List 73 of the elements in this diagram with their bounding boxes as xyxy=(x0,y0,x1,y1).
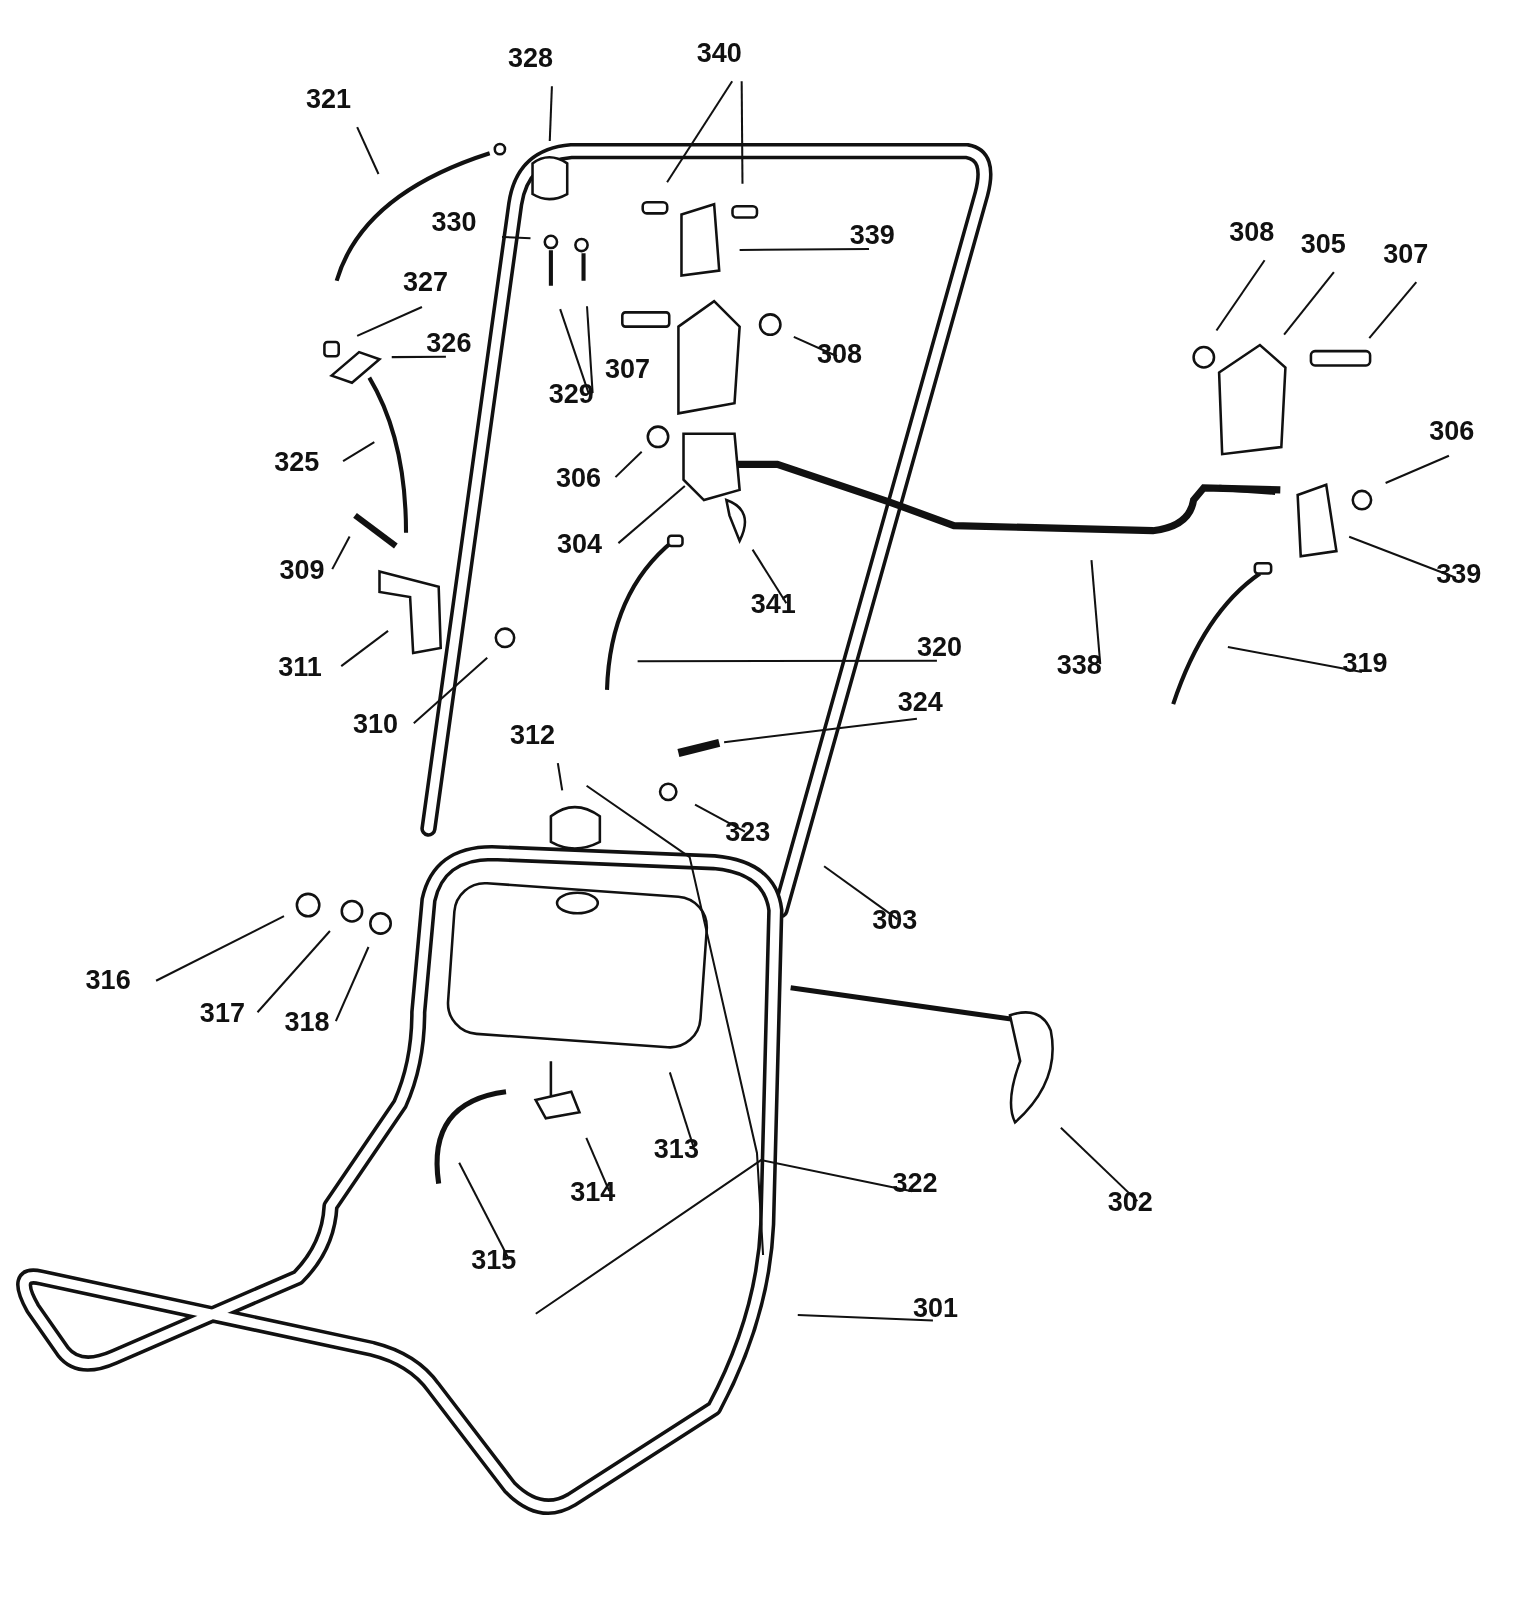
callout-number: 308 xyxy=(1229,218,1275,246)
leader-line xyxy=(797,1314,933,1322)
leader-line xyxy=(391,355,446,359)
leader-line xyxy=(1090,560,1102,665)
callout-number: 303 xyxy=(872,906,918,934)
callout-number: 316 xyxy=(85,966,131,994)
leader-line xyxy=(1227,645,1363,673)
leader-line xyxy=(637,659,937,663)
callout-number: 328 xyxy=(507,44,553,72)
leader-line xyxy=(356,306,423,337)
callout-number: 307 xyxy=(604,355,650,383)
callout-number: 306 xyxy=(555,464,601,492)
leader-line xyxy=(342,441,375,463)
leader-line xyxy=(739,247,869,251)
leader-line xyxy=(617,485,686,544)
callout-number: 306 xyxy=(1429,417,1475,444)
callout-number: 311 xyxy=(278,653,322,681)
leader-line xyxy=(1283,271,1335,336)
callout-number: 324 xyxy=(897,688,943,716)
callout-number: 307 xyxy=(1383,240,1429,268)
callout-number: 317 xyxy=(199,999,245,1027)
callout-number: 304 xyxy=(556,530,602,558)
callout-number: 329 xyxy=(548,380,594,408)
leader-line xyxy=(1368,281,1418,339)
leader-line xyxy=(1348,535,1457,579)
leader-line xyxy=(413,657,488,724)
callout-number: 314 xyxy=(570,1178,616,1206)
callout-number: 301 xyxy=(912,1294,959,1322)
callout-number: 302 xyxy=(1107,1188,1153,1216)
callout-number: 318 xyxy=(284,1008,330,1036)
leader-line xyxy=(1060,1126,1139,1202)
callout-number: 325 xyxy=(274,448,320,476)
leader-line xyxy=(502,235,531,240)
leader-line xyxy=(334,946,370,1022)
leader-line xyxy=(614,451,643,478)
callout-number: 320 xyxy=(917,633,963,661)
leader-line xyxy=(585,1137,611,1192)
leader-line xyxy=(751,549,788,604)
callout-number: 327 xyxy=(402,268,448,296)
callout-number: 312 xyxy=(510,721,556,748)
callout-number: 319 xyxy=(1342,649,1388,677)
callout-number: 321 xyxy=(305,85,351,113)
leader-line xyxy=(340,630,389,667)
callout-number: 308 xyxy=(817,340,863,368)
leader-line xyxy=(548,86,553,141)
leader-line xyxy=(556,763,564,791)
leader-line xyxy=(155,915,285,982)
callout-number: 340 xyxy=(696,39,742,67)
callout-number: 310 xyxy=(352,710,398,738)
leader-line xyxy=(559,308,590,394)
leader-line xyxy=(1215,259,1266,332)
callout-number: 339 xyxy=(849,221,895,249)
callout-number: 341 xyxy=(750,590,796,618)
callout-number: 323 xyxy=(725,818,771,846)
callout-number: 330 xyxy=(431,208,477,236)
leader-line xyxy=(1385,454,1450,484)
leader-line xyxy=(694,803,746,833)
callout-number: 309 xyxy=(279,556,325,584)
leader-line xyxy=(256,930,331,1013)
leader-line xyxy=(666,80,734,183)
leader-line xyxy=(586,306,594,394)
leader-line xyxy=(823,865,899,920)
callout-number: 338 xyxy=(1056,651,1102,679)
callout-number: 326 xyxy=(426,329,472,357)
leader-line xyxy=(724,717,918,744)
callout-number: 305 xyxy=(1300,230,1346,258)
leader-line xyxy=(356,126,380,175)
callout-number: 315 xyxy=(471,1246,517,1274)
callout-number: 313 xyxy=(653,1135,699,1163)
leader-line xyxy=(740,81,744,184)
callout-number: 339 xyxy=(1436,560,1482,588)
leader-line xyxy=(331,536,351,570)
callout-number: 322 xyxy=(892,1169,938,1197)
